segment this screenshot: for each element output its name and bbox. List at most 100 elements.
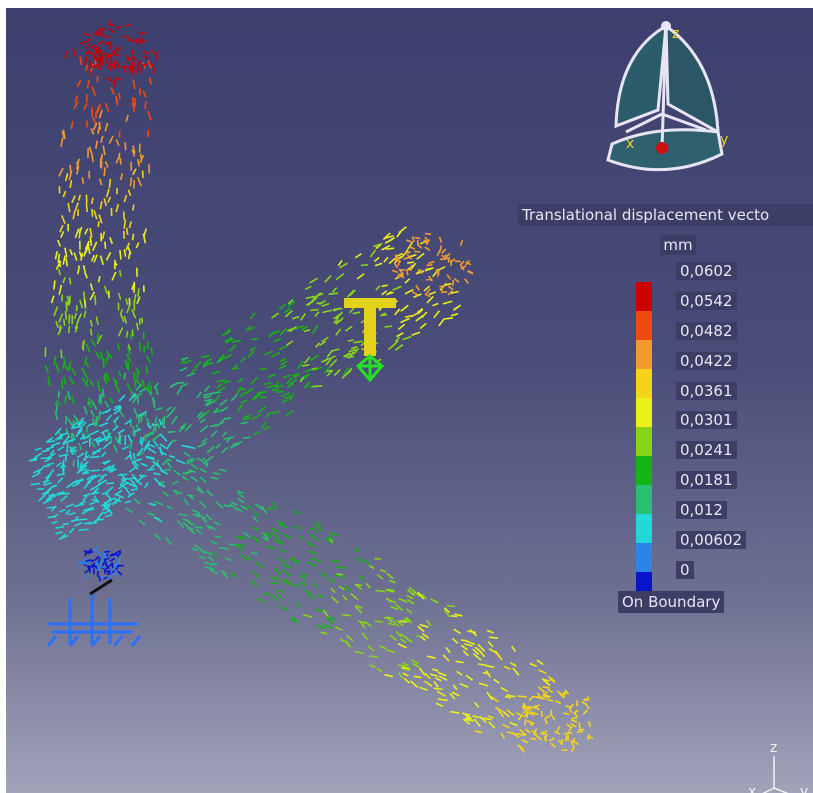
displacement-vector bbox=[215, 443, 222, 449]
displacement-vector bbox=[199, 424, 209, 433]
displacement-vector bbox=[563, 731, 571, 736]
displacement-vector bbox=[447, 285, 454, 291]
displacement-vector bbox=[312, 385, 323, 388]
displacement-vector bbox=[556, 690, 564, 698]
3d-viewport[interactable]: z x y Translational displacement vecto m… bbox=[6, 8, 813, 793]
displacement-vector bbox=[533, 733, 543, 741]
displacement-vector bbox=[522, 708, 528, 714]
displacement-vector bbox=[286, 377, 293, 385]
displacement-vector bbox=[169, 383, 177, 389]
displacement-vector bbox=[327, 577, 337, 584]
displacement-vector bbox=[280, 605, 289, 612]
legend-title[interactable]: Translational displacement vecto bbox=[518, 204, 813, 226]
displacement-vector bbox=[104, 550, 111, 553]
displacement-vector bbox=[245, 325, 252, 332]
displacement-vector bbox=[345, 369, 352, 375]
displacement-vector bbox=[284, 395, 292, 399]
displacement-vector bbox=[67, 202, 71, 213]
displacement-vector bbox=[73, 312, 78, 320]
displacement-vector bbox=[252, 526, 259, 531]
displacement-vector bbox=[315, 624, 326, 629]
displacement-vector bbox=[111, 271, 117, 281]
displacement-vector bbox=[154, 500, 164, 506]
displacement-vector bbox=[151, 423, 158, 427]
displacement-vector bbox=[576, 730, 584, 734]
displacement-vector bbox=[123, 315, 128, 324]
displacement-vector bbox=[172, 480, 179, 485]
displacement-vector bbox=[447, 256, 451, 263]
displacement-vector bbox=[70, 366, 77, 377]
displacement-vector bbox=[209, 568, 218, 575]
displacement-vector bbox=[443, 607, 451, 614]
displacement-vector bbox=[328, 355, 336, 361]
displacement-vector bbox=[326, 536, 333, 540]
displacement-vector bbox=[137, 411, 147, 417]
displacement-vector bbox=[420, 635, 427, 641]
displacement-vector bbox=[44, 364, 50, 374]
displacement-vector bbox=[346, 355, 355, 359]
displacement-vector bbox=[105, 486, 114, 494]
displacement-vector bbox=[511, 731, 520, 739]
displacement-vector bbox=[369, 655, 378, 658]
displacement-vector bbox=[67, 361, 72, 371]
displacement-vector bbox=[83, 103, 88, 111]
legend-value: 0,0241 bbox=[676, 439, 746, 469]
displacement-vector bbox=[321, 302, 330, 307]
displacement-vector bbox=[373, 256, 380, 263]
displacement-vector bbox=[82, 454, 91, 462]
displacement-vector bbox=[271, 594, 279, 602]
displacement-vector bbox=[452, 637, 459, 644]
displacement-vector bbox=[328, 292, 339, 296]
displacement-vector bbox=[88, 146, 93, 154]
displacement-vector bbox=[64, 247, 68, 258]
displacement-vector bbox=[487, 641, 494, 648]
displacement-vector bbox=[550, 742, 556, 748]
displacement-vector bbox=[105, 76, 112, 81]
displacement-vector bbox=[205, 361, 214, 366]
displacement-vector bbox=[70, 425, 80, 430]
orientation-compass[interactable]: z x y bbox=[596, 14, 736, 184]
displacement-vector bbox=[122, 477, 130, 480]
displacement-vector bbox=[497, 709, 505, 718]
displacement-vector bbox=[230, 501, 238, 507]
displacement-vector bbox=[411, 236, 415, 243]
displacement-vector bbox=[548, 737, 555, 742]
displacement-vector bbox=[105, 59, 111, 69]
displacement-vector bbox=[460, 644, 468, 651]
load-marker-icon[interactable] bbox=[336, 290, 406, 400]
displacement-vector bbox=[396, 332, 404, 338]
displacement-vector bbox=[149, 464, 155, 470]
displacement-vector bbox=[85, 361, 90, 368]
displacement-vector bbox=[464, 643, 473, 647]
compass-origin-dot[interactable] bbox=[656, 142, 668, 154]
clamp-restraint-icon[interactable] bbox=[42, 528, 152, 658]
displacement-vector bbox=[225, 337, 234, 344]
displacement-vector bbox=[99, 422, 109, 427]
displacement-vector bbox=[65, 258, 69, 267]
displacement-vector bbox=[87, 398, 93, 408]
displacement-vector bbox=[385, 649, 396, 653]
compass-top-handle[interactable] bbox=[661, 21, 671, 31]
displacement-vector bbox=[74, 503, 85, 508]
displacement-vector bbox=[136, 451, 145, 457]
displacement-vector bbox=[43, 464, 50, 468]
displacement-vector bbox=[68, 511, 76, 516]
displacement-vector bbox=[282, 580, 291, 586]
displacement-vector bbox=[231, 339, 242, 343]
displacement-vector bbox=[126, 383, 133, 393]
compass-z-axis bbox=[660, 25, 668, 149]
displacement-vector bbox=[67, 325, 71, 334]
displacement-vector bbox=[43, 481, 52, 487]
displacement-vector bbox=[46, 495, 57, 501]
displacement-vector bbox=[171, 415, 178, 425]
displacement-vector bbox=[123, 249, 127, 257]
displacement-vector bbox=[90, 64, 98, 69]
displacement-vector bbox=[97, 275, 101, 283]
displacement-vector bbox=[252, 516, 259, 522]
displacement-vector bbox=[81, 367, 86, 374]
displacement-vector bbox=[94, 46, 100, 53]
displacement-vector bbox=[146, 432, 154, 438]
displacement-vector bbox=[125, 507, 133, 514]
displacement-vector bbox=[372, 242, 383, 248]
displacement-vector bbox=[115, 549, 122, 554]
